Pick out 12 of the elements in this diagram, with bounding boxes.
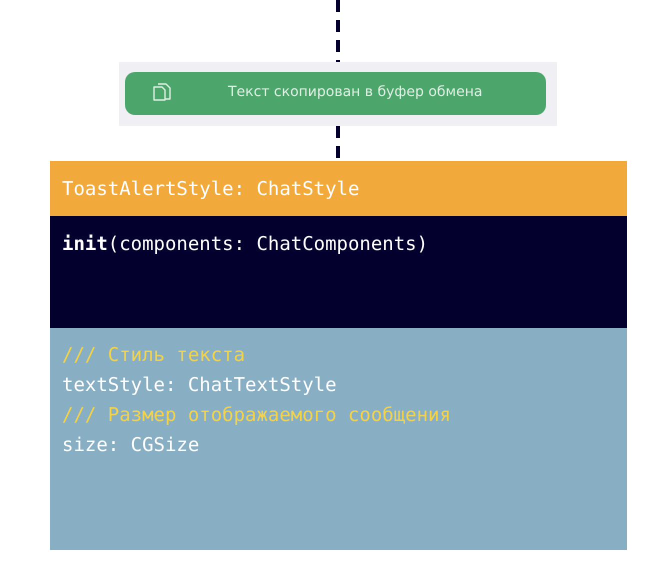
initializer-signature: init(components: ChatComponents) xyxy=(62,232,428,256)
class-name: ToastAlertStyle: ChatStyle xyxy=(62,177,360,201)
class-box xyxy=(50,161,627,550)
property-declaration: size: CGSize xyxy=(62,433,200,457)
code-comment: /// Стиль текста xyxy=(62,343,246,367)
dashed-connector xyxy=(336,0,340,62)
toast-message: Текст скопирован в буфер обмена xyxy=(228,84,482,100)
toast-notification xyxy=(125,72,546,115)
code-comment: /// Размер отображаемого сообщения xyxy=(62,403,451,427)
property-declaration: textStyle: ChatTextStyle xyxy=(62,373,337,397)
dashed-connector xyxy=(336,126,340,161)
app-screenshot xyxy=(119,62,557,126)
